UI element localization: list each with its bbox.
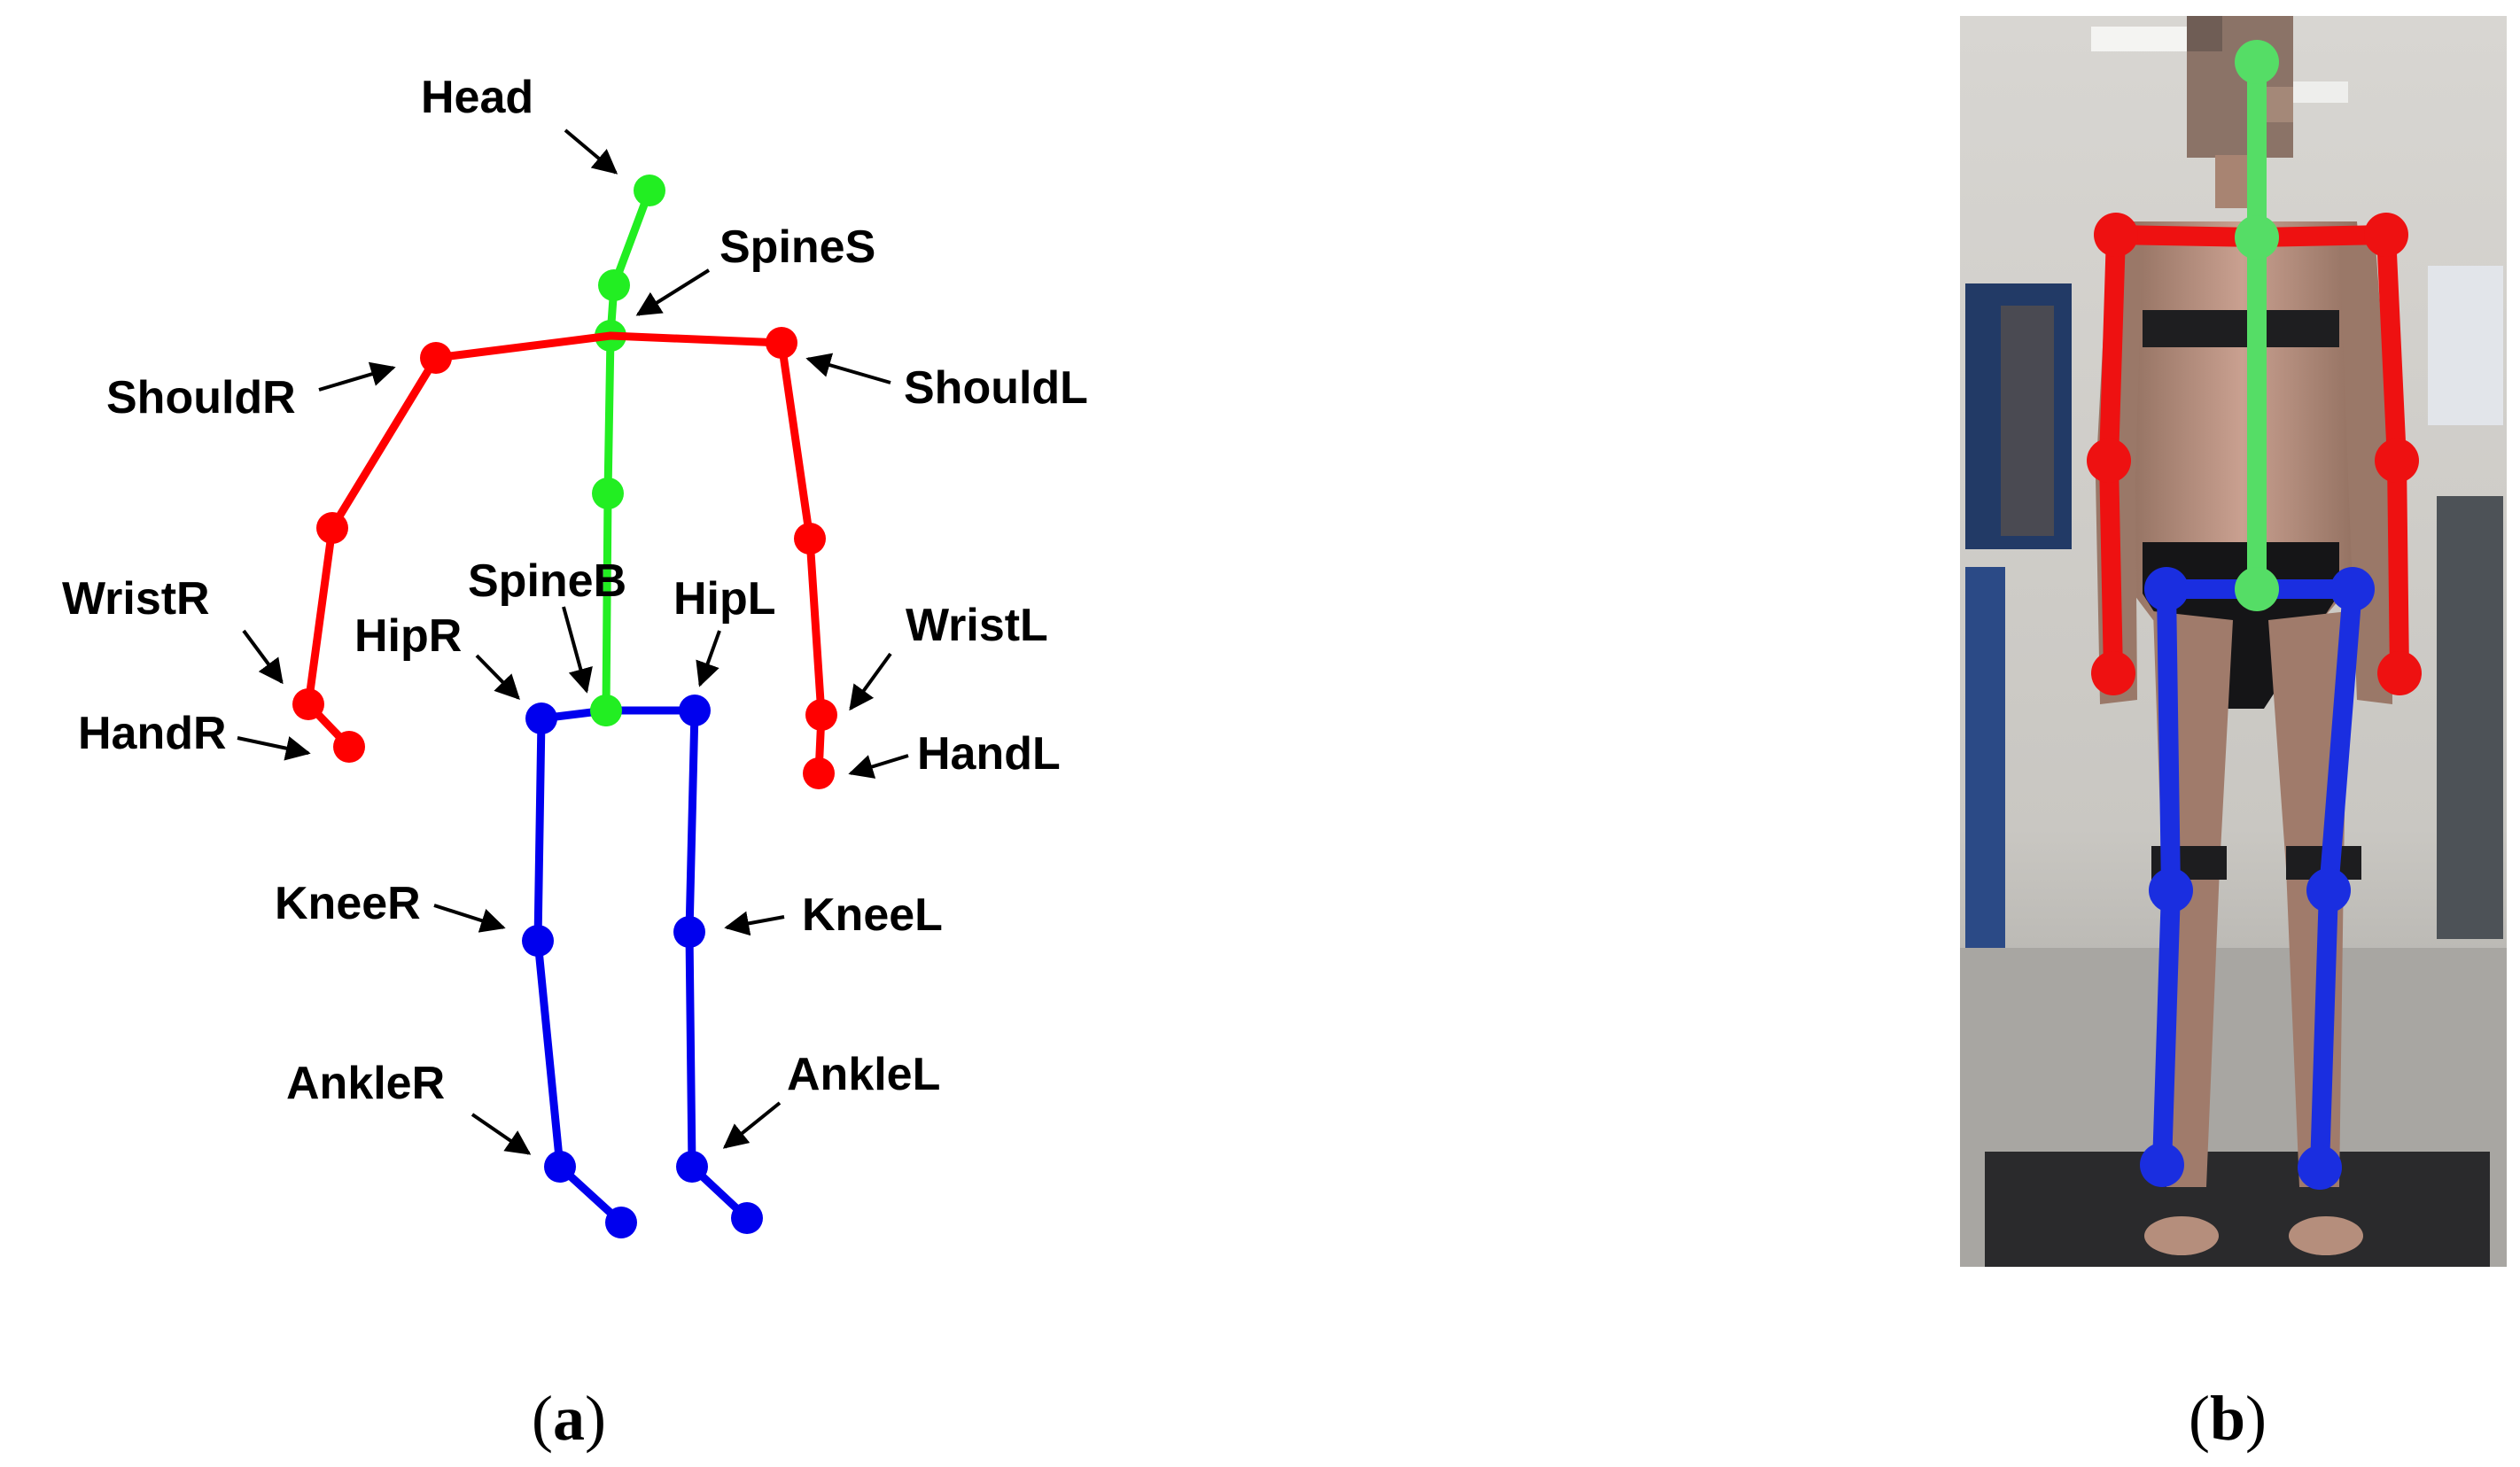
person-chest-strap — [2143, 310, 2339, 347]
person-foot-left — [2289, 1216, 2363, 1255]
photo-skeleton-overlay — [2087, 40, 2422, 1190]
wall-panel-left-low — [1965, 567, 2005, 992]
panel-a-skeleton-diagram: Head SpineS ShouldR ShouldL WristR Spine… — [62, 72, 1088, 1454]
arrow-hip-r — [475, 654, 520, 701]
joint-spine-base-top — [590, 695, 622, 726]
label-hand-r: HandR — [78, 708, 227, 759]
arrow-spine-b — [562, 606, 593, 694]
photo-joint-spine-shoulder — [2235, 215, 2279, 260]
arm-chain — [292, 327, 837, 789]
arrow-hand-r — [237, 736, 311, 761]
wall-window-right — [2428, 266, 2503, 425]
label-spine-s: SpineS — [719, 221, 875, 273]
joint-hip-right — [525, 702, 557, 734]
floor-mat — [1985, 1152, 2490, 1267]
photo-joint-hip-right — [2144, 567, 2189, 611]
arrow-head — [564, 128, 618, 175]
joint-spine-mid — [592, 477, 624, 509]
person-head-pixel-1 — [2187, 16, 2222, 51]
label-hand-l: HandL — [917, 728, 1061, 780]
label-head: Head — [421, 72, 533, 123]
person-foot-right — [2144, 1216, 2219, 1255]
photo-joint-head — [2235, 40, 2279, 84]
ceiling-light — [2091, 27, 2197, 51]
photo-joint-shoulder-right — [2094, 213, 2138, 257]
label-knee-l: KneeL — [802, 889, 943, 941]
photo-joint-elbow-right — [2087, 439, 2131, 483]
arrow-spine-s — [635, 268, 711, 316]
label-spine-b: SpineB — [468, 555, 626, 607]
photo-joint-ankle-left — [2298, 1145, 2342, 1190]
spine-bone — [602, 186, 654, 715]
photo-joint-spine-base — [2235, 567, 2279, 611]
joint-hand-right — [333, 731, 365, 763]
joint-wrist-right — [292, 688, 324, 720]
photo-joint-knee-left — [2306, 868, 2351, 912]
arrow-wrist-r — [242, 629, 284, 685]
arrow-knee-l — [724, 911, 785, 936]
panel-b-photo: (b) — [1960, 16, 2507, 1454]
joint-neck — [598, 269, 630, 301]
joint-knee-right — [522, 925, 554, 957]
spine-chain — [590, 175, 665, 726]
photo-joint-wrist-left — [2377, 651, 2422, 695]
photo-joint-elbow-left — [2375, 439, 2419, 483]
joint-ankle-left — [676, 1151, 708, 1183]
notice-board — [2001, 306, 2054, 536]
joint-labels: Head SpineS ShouldR ShouldL WristR Spine… — [62, 72, 1088, 1109]
label-hip-l: HipL — [673, 573, 776, 625]
joint-shoulder-right — [420, 342, 452, 374]
arrow-wrist-l — [849, 652, 892, 711]
photo-joint-knee-right — [2149, 868, 2193, 912]
label-wrist-l: WristL — [906, 600, 1048, 651]
wall-panel-right — [2437, 496, 2503, 939]
label-arrows — [237, 128, 909, 1155]
arrow-hand-l — [848, 754, 909, 779]
joint-foot-right — [605, 1207, 637, 1238]
label-should-l: ShouldL — [904, 362, 1088, 414]
joint-ankle-right — [544, 1151, 576, 1183]
joint-elbow-right — [316, 512, 348, 544]
label-should-r: ShouldR — [106, 372, 296, 423]
left-leg-bone — [685, 706, 751, 1222]
right-arm-bone — [304, 331, 615, 751]
leg-chain — [522, 695, 763, 1238]
label-knee-r: KneeR — [275, 878, 421, 929]
arrow-should-r — [318, 361, 396, 392]
joint-elbow-left — [794, 523, 826, 555]
right-leg-bone — [533, 714, 626, 1227]
label-ankle-l: AnkleL — [787, 1049, 940, 1100]
label-ankle-r: AnkleR — [286, 1058, 445, 1109]
joint-hip-left — [679, 695, 711, 726]
label-hip-r: HipR — [354, 610, 462, 662]
arrow-hip-l — [696, 630, 721, 687]
caption-b: (b) — [2189, 1383, 2267, 1454]
caption-a: (a) — [532, 1383, 606, 1454]
photo-joint-hip-left — [2330, 567, 2375, 611]
arrow-knee-r — [433, 904, 506, 933]
arrow-ankle-l — [722, 1101, 782, 1149]
joint-foot-left — [731, 1202, 763, 1234]
label-wrist-r: WristR — [62, 573, 210, 625]
arrow-should-l — [805, 353, 891, 384]
arrow-ankle-r — [471, 1113, 532, 1155]
photo-joint-ankle-right — [2140, 1143, 2184, 1187]
photo-frame — [1960, 16, 2507, 1267]
joint-shoulder-left — [766, 327, 797, 359]
joint-knee-left — [673, 916, 705, 948]
photo-joint-wrist-right — [2091, 651, 2135, 695]
joint-head — [634, 175, 665, 206]
joint-wrist-left — [805, 699, 837, 731]
photo-joint-shoulder-left — [2364, 213, 2408, 257]
joint-hand-left — [803, 757, 835, 789]
